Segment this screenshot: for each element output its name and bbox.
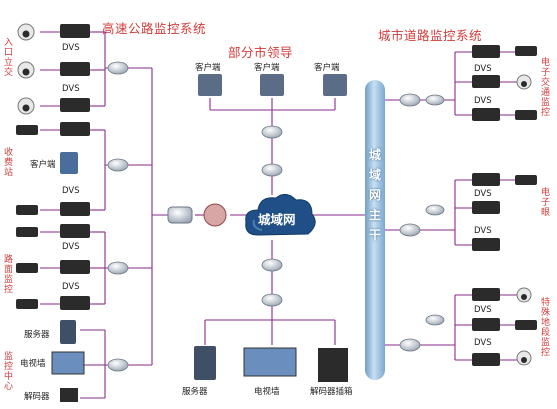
dvs-label: DVS [474, 189, 492, 199]
decoder-box-icon [318, 348, 348, 382]
router-icon [107, 158, 129, 172]
box-camera-icon [16, 205, 38, 215]
router-icon [261, 163, 283, 177]
dvs-device-icon [60, 224, 90, 238]
cloud-label: 城域网 [258, 212, 296, 227]
tv-wall-label: 电视墙 [254, 387, 280, 397]
dvs-device-icon [472, 173, 500, 186]
router-icon [399, 223, 421, 237]
group-label-toll: 收费站 [3, 148, 13, 178]
dvs-label: DVS [62, 186, 80, 196]
client-pc-icon [198, 74, 222, 96]
box-camera-icon [16, 125, 38, 135]
switch-icon [167, 206, 193, 224]
router-icon [399, 93, 421, 107]
dvs-device-icon [472, 75, 500, 88]
decoder-box-label: 解码器插箱 [310, 387, 353, 397]
dvs-label: DVS [474, 226, 492, 236]
router-icon [107, 358, 129, 372]
tv-wall-icon [51, 351, 85, 375]
dvs-device-icon [472, 318, 500, 331]
dvs-label: DVS [62, 282, 80, 292]
group-label-entrance: 入口立交 [3, 38, 13, 78]
dvs-label: DVS [474, 338, 492, 348]
router-icon [261, 258, 283, 272]
server-label: 服务器 [24, 330, 50, 340]
router-icon [425, 204, 445, 216]
city-road-title: 城市道路监控系统 [378, 28, 483, 43]
dvs-device-icon [60, 202, 90, 216]
tv-wall-label: 电视墙 [20, 359, 46, 369]
client-label: 客户端 [30, 160, 56, 170]
dvs-device-icon [60, 260, 90, 274]
dvs-device-icon [60, 24, 90, 38]
dvs-device-icon [472, 201, 500, 214]
router-icon [399, 338, 421, 352]
router-icon [107, 61, 129, 75]
box-camera-icon [16, 299, 38, 309]
box-camera-icon [515, 110, 537, 120]
group-label-special: 特殊地段监控 [540, 298, 550, 358]
dome-camera-icon [516, 74, 532, 90]
dvs-label: DVS [474, 96, 492, 106]
dvs-label: DVS [474, 305, 492, 315]
leaders-title: 部分市领导 [228, 45, 294, 60]
client-pc-icon [323, 74, 347, 96]
router-icon [107, 261, 129, 275]
box-camera-icon [515, 320, 537, 330]
cloud-icon [245, 194, 316, 236]
dvs-label: DVS [62, 43, 80, 53]
router-icon [425, 94, 445, 106]
client-label: 客户端 [254, 63, 280, 73]
dome-camera-icon [17, 61, 35, 79]
tv-wall-icon [243, 347, 297, 377]
client-label: 客户端 [195, 63, 221, 73]
firewall-icon [203, 203, 227, 227]
router-icon [425, 314, 445, 326]
dome-camera-icon [516, 287, 532, 303]
router-icon [261, 293, 283, 307]
dvs-device-icon [60, 62, 90, 76]
decoder-label: 解码器 [24, 392, 50, 402]
dvs-device-icon [472, 238, 500, 251]
client-pc-icon [260, 74, 284, 96]
dvs-device-icon [472, 108, 500, 121]
dvs-label: DVS [62, 84, 80, 94]
group-label-eye: 电子眼 [540, 188, 550, 218]
dome-camera-icon [17, 97, 35, 115]
group-label-city-traffic: 电子交通监控 [540, 58, 550, 118]
decoder-icon [60, 388, 78, 402]
client-label: 客户端 [314, 63, 340, 73]
box-camera-icon [515, 175, 537, 185]
dome-camera-icon [17, 23, 35, 41]
dvs-device-icon [60, 98, 90, 112]
server-icon [194, 346, 216, 380]
highway-title: 高速公路监控系统 [102, 21, 207, 36]
group-label-road: 路面监控 [3, 255, 13, 295]
router-icon [261, 125, 283, 139]
dvs-device-icon [60, 122, 90, 136]
box-camera-icon [16, 227, 38, 237]
box-camera-icon [16, 263, 38, 273]
group-label-center: 监控中心 [3, 352, 13, 392]
dome-camera-icon [516, 350, 532, 366]
dvs-label: DVS [62, 242, 80, 252]
dvs-label: DVS [474, 64, 492, 74]
server-icon [60, 320, 76, 344]
backbone-pillar [365, 80, 385, 380]
server-label: 服务器 [182, 387, 208, 397]
dvs-device-icon [472, 45, 500, 58]
dvs-device-icon [60, 296, 90, 310]
backbone-label: 城域网主干 [368, 148, 381, 242]
dvs-device-icon [472, 288, 500, 301]
dvs-device-icon [472, 353, 500, 366]
box-camera-icon [515, 46, 537, 56]
client-pc-icon [60, 152, 78, 174]
